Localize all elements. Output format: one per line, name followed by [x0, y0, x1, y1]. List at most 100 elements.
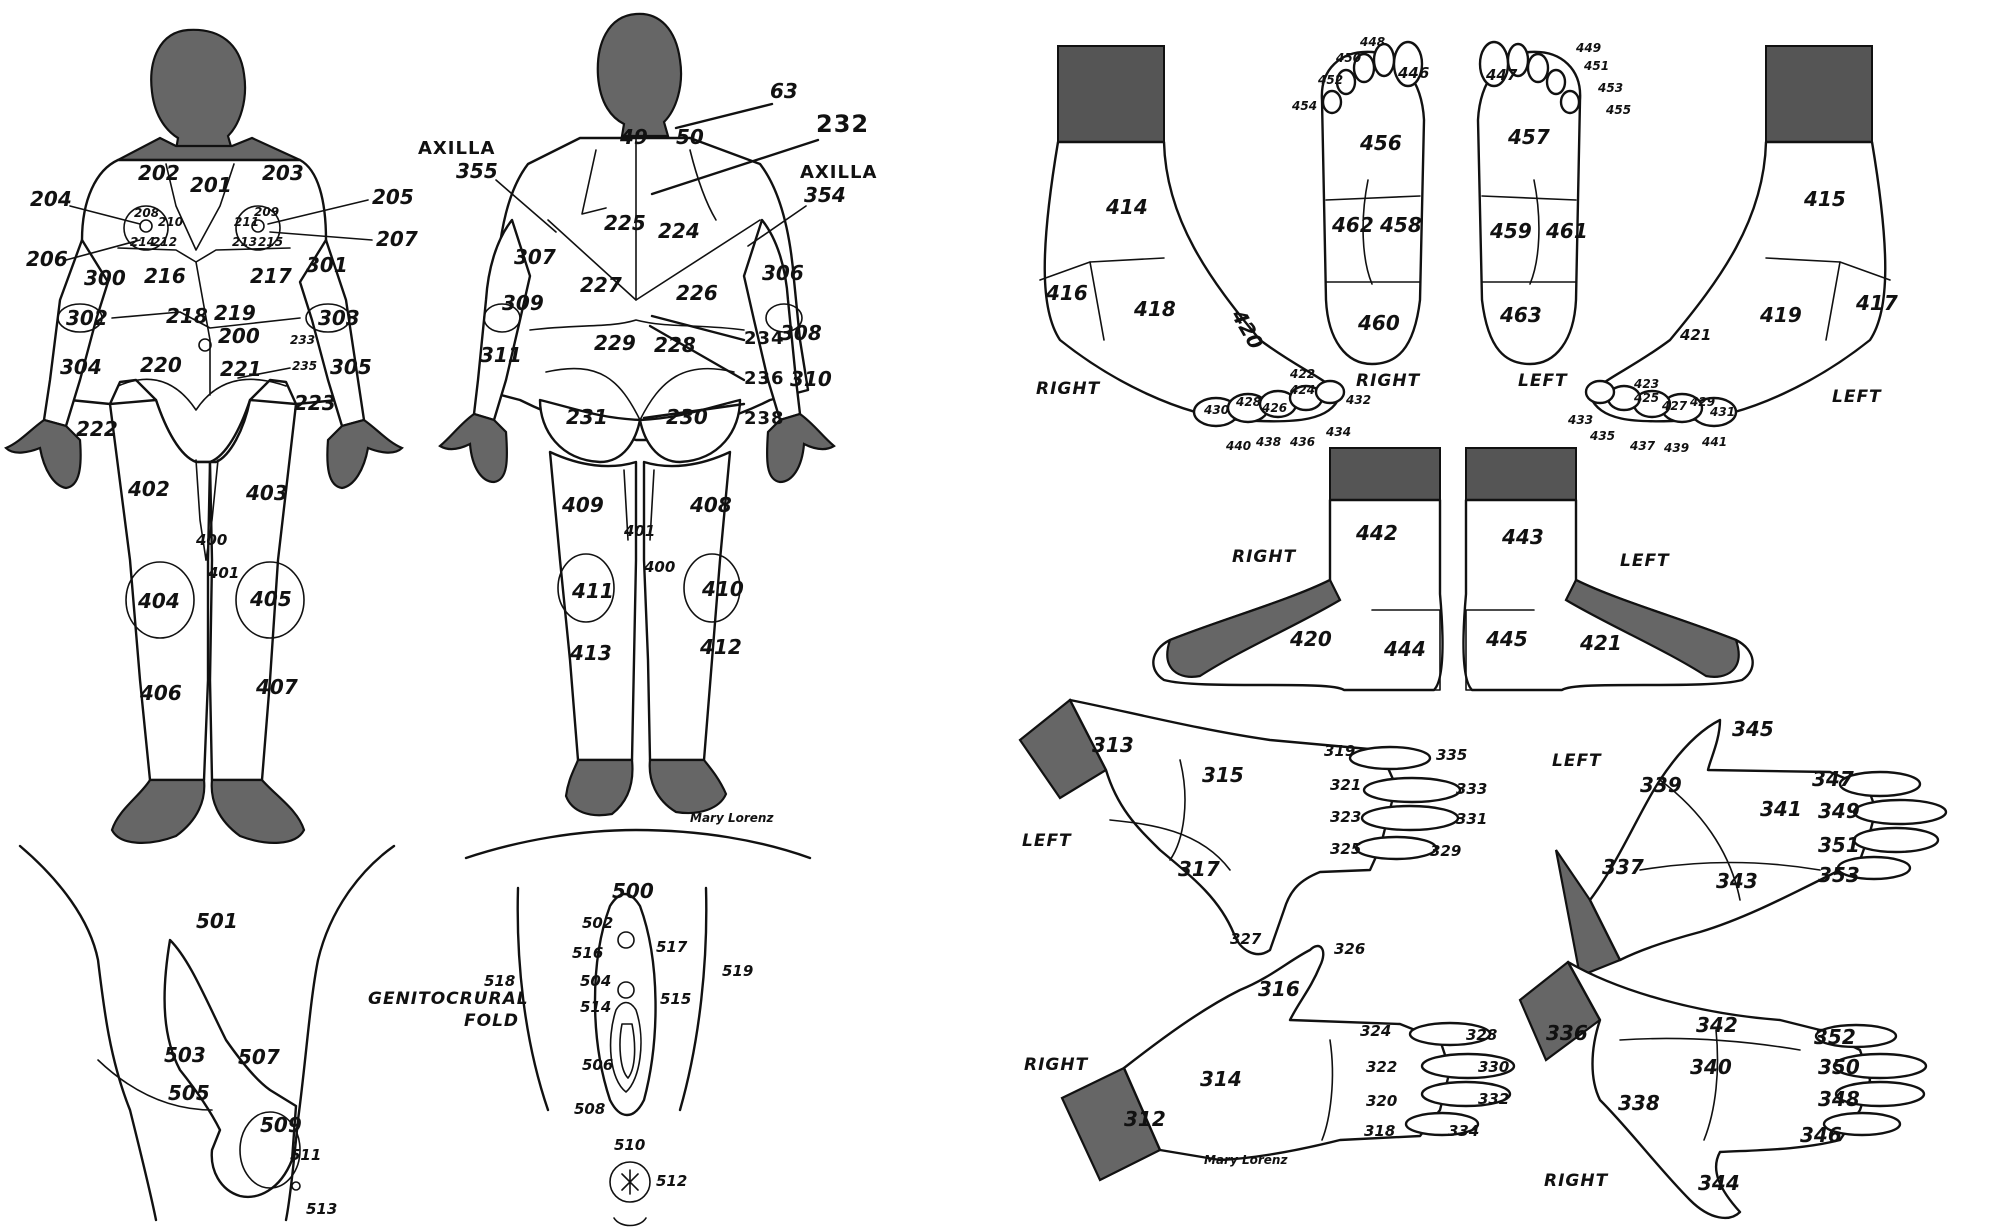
region-326: 326 [1334, 940, 1365, 958]
region-213: 213 [232, 235, 257, 249]
region-327: 327 [1230, 930, 1262, 948]
region-441: 441 [1701, 435, 1727, 449]
region-511: 511 [290, 1146, 321, 1164]
region-428: 428 [1235, 395, 1261, 409]
caption-axilla-355: 355 [456, 159, 498, 183]
region-303: 303 [318, 306, 360, 330]
region-347: 347 [1812, 767, 1854, 791]
hands-figure: LEFT 313 315 317 319 321 323 325 327 329… [1018, 698, 1948, 1220]
region-216: 216 [144, 264, 186, 288]
region-506: 506 [582, 1056, 613, 1074]
region-408: 408 [689, 493, 732, 517]
region-227: 227 [580, 273, 622, 297]
region-423: 423 [1633, 377, 1659, 391]
region-449: 449 [1575, 41, 1601, 55]
caption-hand-right-palm: RIGHT [1544, 1171, 1609, 1191]
region-219: 219 [214, 301, 256, 325]
region-332: 332 [1478, 1090, 1509, 1108]
caption-axilla-right: AXILLA [800, 162, 877, 183]
region-405: 405 [249, 587, 292, 611]
region-505: 505 [168, 1081, 210, 1105]
region-442: 442 [1355, 521, 1398, 545]
region-230: 230 [666, 405, 708, 429]
region-426: 426 [1261, 401, 1287, 415]
region-201: 201 [190, 173, 232, 197]
region-337: 337 [1602, 855, 1644, 879]
region-232: 232 [816, 110, 869, 138]
region-421-heel: 421 [1579, 631, 1622, 655]
caption-heels-left: LEFT [1620, 551, 1670, 571]
region-342: 342 [1696, 1013, 1738, 1037]
region-463: 463 [1499, 303, 1542, 327]
region-400-back: 400 [643, 558, 675, 576]
region-455: 455 [1605, 103, 1631, 117]
region-236: 236 [744, 368, 785, 389]
region-328: 328 [1466, 1026, 1497, 1044]
region-319: 319 [1324, 742, 1355, 760]
region-322: 322 [1366, 1058, 1397, 1076]
region-438: 438 [1255, 435, 1281, 449]
region-223: 223 [294, 391, 336, 415]
region-300: 300 [84, 266, 126, 290]
region-229: 229 [594, 331, 636, 355]
region-414: 414 [1105, 195, 1148, 219]
caption-hand-right-dorsal: RIGHT [1024, 1055, 1089, 1075]
region-427: 427 [1661, 399, 1688, 413]
caption-hand-left-palm: LEFT [1552, 751, 1602, 771]
region-501: 501 [196, 909, 238, 933]
region-311: 311 [480, 343, 522, 367]
region-459: 459 [1489, 219, 1532, 243]
region-320: 320 [1366, 1092, 1397, 1110]
region-435: 435 [1589, 429, 1615, 443]
region-207: 207 [376, 227, 418, 251]
region-233: 233 [290, 333, 315, 347]
region-519: 519 [722, 962, 753, 980]
region-206: 206 [26, 247, 68, 271]
region-314: 314 [1200, 1067, 1242, 1091]
caption-hand-left-dorsal: LEFT [1022, 831, 1072, 851]
region-226: 226 [676, 281, 718, 305]
region-457: 457 [1507, 125, 1550, 149]
signature-hand: Mary Lorenz [1204, 1153, 1288, 1167]
region-235: 235 [292, 359, 317, 373]
region-305: 305 [330, 355, 372, 379]
region-331: 331 [1456, 810, 1487, 828]
region-222: 222 [76, 417, 118, 441]
region-49: 49 [619, 125, 648, 149]
region-443: 443 [1501, 525, 1544, 549]
caption-genitocrural: GENITOCRURAL [368, 989, 529, 1009]
front-body-figure: 202 201 203 204 205 206 207 208 210 214 … [4, 28, 418, 844]
region-415: 415 [1803, 187, 1846, 211]
region-421-side: 421 [1679, 326, 1711, 344]
region-350: 350 [1818, 1055, 1860, 1079]
region-200: 200 [218, 324, 260, 348]
region-454: 454 [1291, 99, 1317, 113]
region-209: 209 [254, 205, 279, 219]
region-406: 406 [139, 681, 182, 705]
region-444: 444 [1383, 637, 1426, 661]
region-205: 205 [372, 185, 414, 209]
region-208-left: 208 [134, 206, 159, 220]
region-323: 323 [1330, 808, 1361, 826]
caption-feet-right-side: RIGHT [1036, 379, 1101, 399]
region-203: 203 [262, 161, 304, 185]
region-352: 352 [1814, 1025, 1856, 1049]
region-63: 63 [770, 79, 798, 103]
region-512: 512 [656, 1172, 687, 1190]
region-335: 335 [1436, 746, 1467, 764]
region-330: 330 [1478, 1058, 1509, 1076]
region-304: 304 [60, 355, 102, 379]
region-460: 460 [1357, 311, 1400, 335]
region-204: 204 [30, 187, 72, 211]
region-302: 302 [66, 306, 108, 330]
region-407: 407 [255, 675, 298, 699]
region-346: 346 [1800, 1123, 1842, 1147]
heels-figure: RIGHT LEFT 442 443 420 444 445 421 [1152, 447, 1754, 692]
region-432: 432 [1345, 393, 1371, 407]
region-461: 461 [1545, 219, 1588, 243]
region-420-heel: 420 [1289, 627, 1332, 651]
region-462: 462 [1331, 213, 1374, 237]
region-324: 324 [1360, 1022, 1391, 1040]
region-429: 429 [1689, 395, 1715, 409]
